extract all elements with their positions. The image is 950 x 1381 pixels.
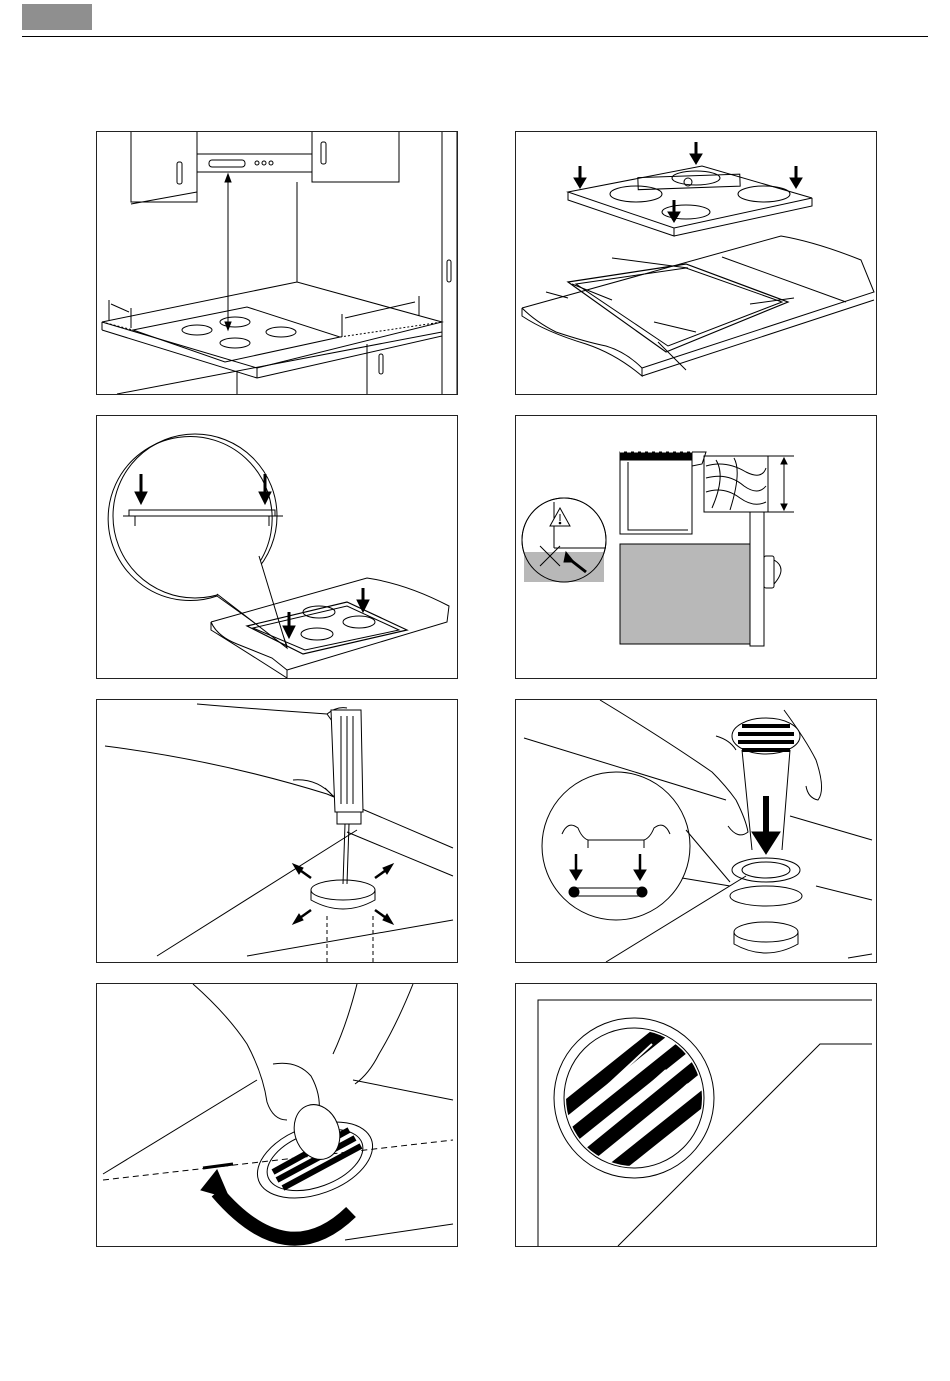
hob-leveling-cutout-icon (516, 132, 876, 394)
figure-6-panel (515, 699, 877, 963)
figure-7-panel (96, 983, 458, 1247)
figure-8-panel (515, 983, 877, 1247)
figure-4-panel (515, 415, 877, 679)
figure-5-panel (96, 699, 458, 963)
grommet-insert-icon (516, 700, 876, 962)
header-rule (22, 36, 928, 37)
figure-2-panel (515, 131, 877, 395)
figure-1-panel (96, 131, 458, 395)
worktop-section-warning-icon (516, 416, 876, 678)
screwdriver-hole-icon (97, 700, 457, 962)
hob-edge-press-detail-icon (97, 416, 457, 678)
knob-rotate-icon (97, 984, 457, 1246)
header-tab (22, 4, 92, 30)
knob-detail-icon (516, 984, 876, 1246)
figure-3-panel (96, 415, 458, 679)
kitchen-hood-clearance-icon (97, 132, 457, 394)
